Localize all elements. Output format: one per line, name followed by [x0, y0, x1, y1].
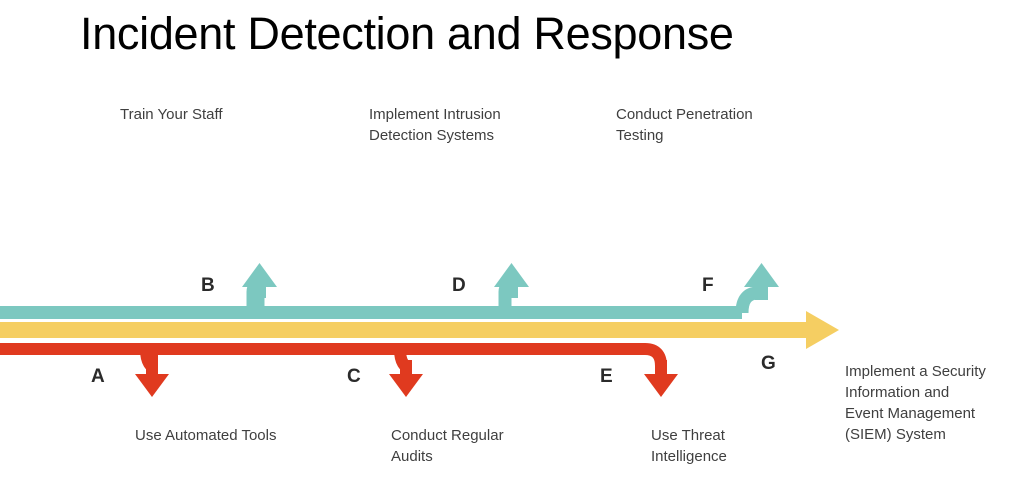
top-label-train-your-staff: Train Your Staff	[120, 106, 223, 123]
bottom-label-conduct-regular-audits: Conduct Regular Audits	[391, 427, 504, 465]
page-title: Incident Detection and Response	[80, 8, 734, 59]
end-label-siem-system: Implement a Security Information and Eve…	[845, 363, 986, 443]
marker-b: B	[201, 275, 215, 296]
marker-g: G	[761, 353, 776, 374]
yellow-track	[0, 311, 839, 349]
marker-a: A	[91, 366, 105, 387]
marker-d: D	[452, 275, 466, 296]
marker-c: C	[347, 366, 361, 387]
teal-track	[0, 263, 779, 319]
red-branch-c-stem	[400, 360, 412, 378]
red-branch-e-stem	[655, 360, 667, 378]
top-label-conduct-penetration-testing: Conduct Penetration Testing	[616, 106, 753, 144]
teal-arrowhead-b	[242, 263, 277, 287]
teal-arrowhead-f	[744, 263, 779, 287]
red-arrowhead-c	[389, 374, 423, 397]
yellow-arrowhead-g	[806, 311, 839, 349]
bottom-label-use-automated-tools: Use Automated Tools	[135, 427, 277, 444]
bottom-label-use-threat-intelligence: Use Threat Intelligence	[651, 427, 727, 465]
top-label-implement-intrusion-detection-systems: Implement Intrusion Detection Systems	[369, 106, 501, 144]
marker-f: F	[702, 275, 714, 296]
teal-arrowhead-d	[494, 263, 529, 287]
red-branch-a-stem	[146, 360, 158, 378]
red-arrowhead-a	[135, 374, 169, 397]
red-arrowhead-e	[644, 374, 678, 397]
marker-e: E	[600, 366, 613, 387]
red-track	[0, 343, 678, 397]
